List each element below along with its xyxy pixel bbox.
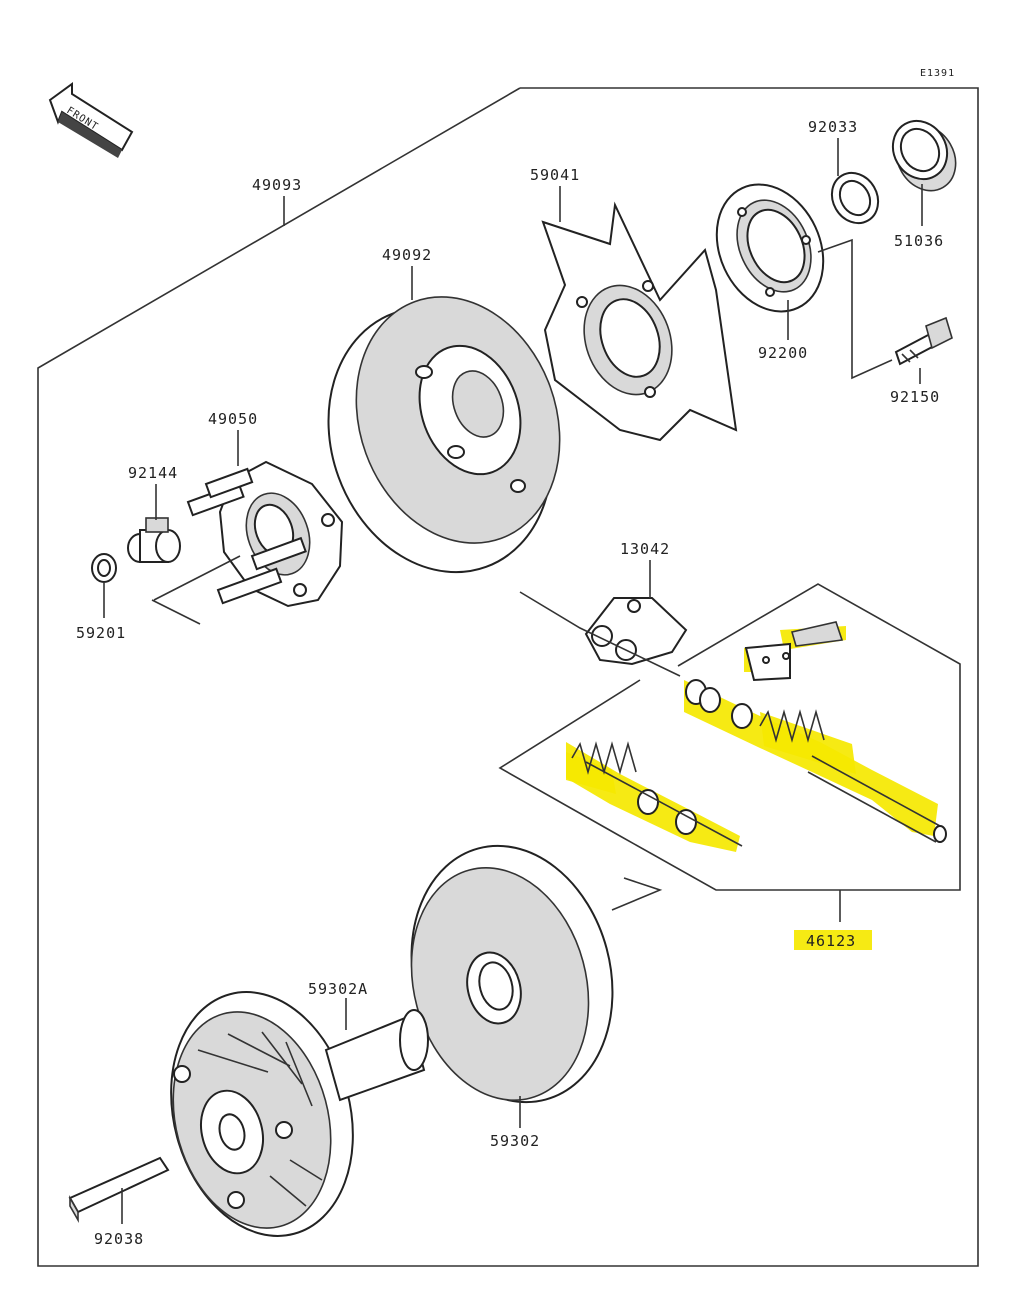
weight-bracket-part: [584, 597, 688, 666]
kit-parts: [571, 621, 947, 847]
bushing-part: [891, 119, 957, 192]
label-59302: 59302: [490, 1132, 540, 1150]
label-49093: 49093: [252, 176, 302, 194]
label-49050: 49050: [208, 410, 258, 428]
key-part: [68, 1156, 170, 1224]
label-92200: 92200: [758, 344, 808, 362]
kit-outline: [498, 583, 961, 891]
hub-part: [186, 460, 344, 608]
label-13042: 13042: [620, 540, 670, 558]
ring-plate-part: [715, 183, 825, 313]
label-46123: 46123: [806, 932, 856, 950]
kit-pointer-lower: [611, 877, 663, 911]
label-46123-highlight: [794, 930, 872, 950]
washer-part: [91, 553, 117, 583]
label-51036: 51036: [894, 232, 944, 250]
drive-sheave-part: [170, 991, 429, 1237]
movable-sheave-part: [410, 844, 614, 1104]
snap-ring-part: [830, 171, 880, 225]
leader-lines: [103, 138, 923, 1224]
label-92033: 92033: [808, 118, 858, 136]
diagram-code: E1391: [920, 68, 955, 79]
assembly-outline: [37, 87, 979, 1267]
label-92150: 92150: [890, 388, 940, 406]
spider-plate-part: [541, 201, 738, 442]
front-arrow-icon: FRONT: [48, 82, 134, 158]
label-59041: 59041: [530, 166, 580, 184]
label-92144: 92144: [128, 464, 178, 482]
label-49092: 49092: [382, 246, 432, 264]
label-92038: 92038: [94, 1230, 144, 1248]
spacer-part: [127, 517, 181, 563]
kit-pointer: [519, 591, 681, 677]
fixed-sheave-part: [327, 296, 561, 574]
part-labels: 49093 59041 92033 51036 49092 92200 9215…: [76, 118, 944, 1248]
label-59201: 59201: [76, 624, 126, 642]
label-59302A: 59302A: [308, 980, 368, 998]
bolt-part: [894, 316, 953, 366]
